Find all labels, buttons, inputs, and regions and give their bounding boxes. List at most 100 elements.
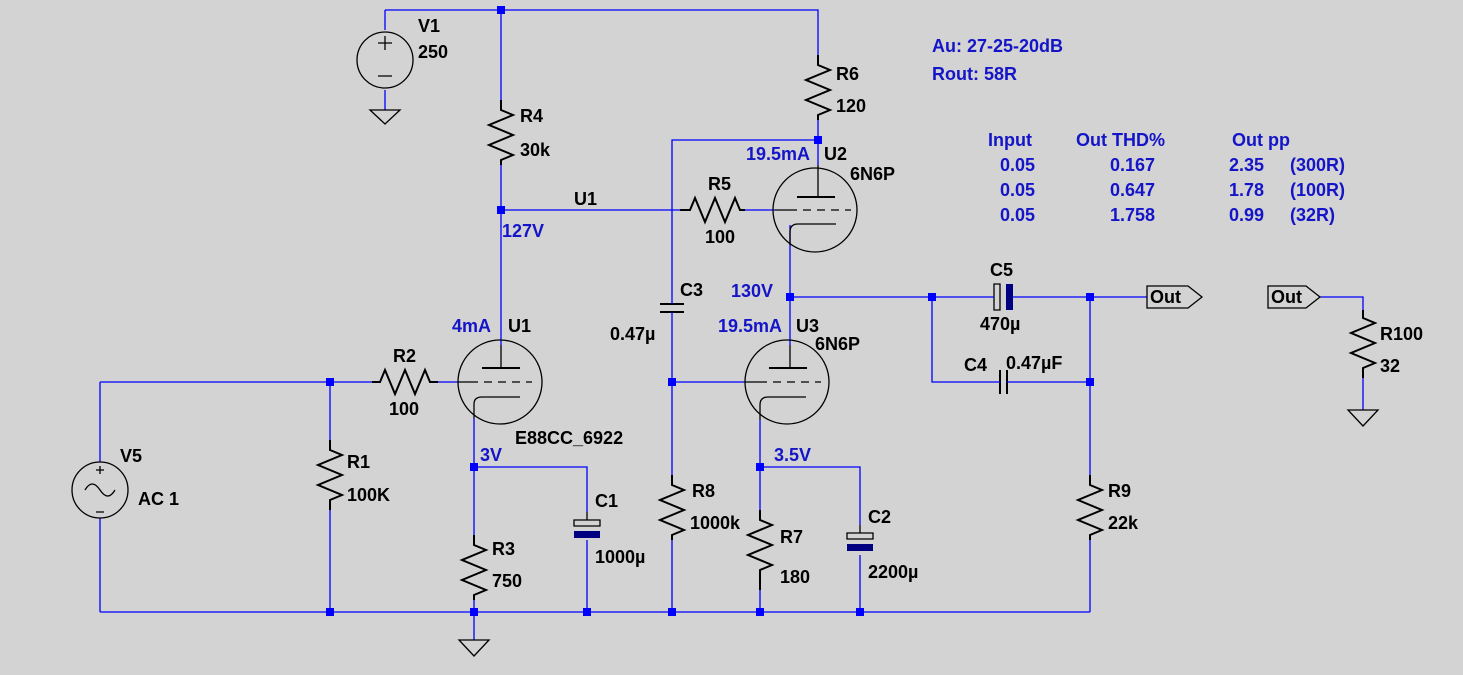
table-cell: (32R) (1290, 205, 1335, 225)
junctions (326, 6, 1094, 616)
capacitor-c2 (846, 525, 874, 551)
c2-name: C2 (868, 507, 891, 527)
u2-current: 19.5mA (746, 144, 810, 164)
u1-current: 4mA (452, 316, 491, 336)
junction-dot (1086, 378, 1094, 386)
capacitor-c1 (573, 512, 601, 538)
table-cell: 0.05 (1000, 180, 1035, 200)
r8-name: R8 (692, 481, 715, 501)
resistor-r8 (657, 475, 687, 540)
resistor-r7 (745, 510, 775, 590)
load-output-flag-label: Out (1271, 287, 1302, 307)
c3-value: 0.47µ (610, 324, 655, 344)
r8-value: 1000k (690, 513, 741, 533)
junction-dot (326, 608, 334, 616)
c4-name: C4 (964, 355, 987, 375)
r5-value: 100 (705, 227, 735, 247)
v1-value: 250 (418, 42, 448, 62)
table-cell: (100R) (1290, 180, 1345, 200)
resistor-r2 (372, 367, 438, 397)
junction-dot (497, 206, 505, 214)
u2-name: U2 (824, 144, 847, 164)
rout-summary: Rout: 58R (932, 64, 1017, 84)
ground-symbol-v1 (368, 109, 402, 125)
u1-model: E88CC_6922 (515, 428, 623, 448)
u3-model: 6N6P (815, 334, 860, 354)
v5-value: AC 1 (138, 489, 179, 509)
voltage-u1-cathode: 3V (480, 445, 502, 465)
table-cell: 0.99 (1229, 205, 1264, 225)
r7-name: R7 (780, 527, 803, 547)
r6-value: 120 (836, 96, 866, 116)
resistor-r4 (486, 100, 516, 165)
junction-dot (928, 293, 936, 301)
junction-dot (668, 608, 676, 616)
triode-u2 (772, 165, 858, 253)
table-cell: 0.05 (1000, 205, 1035, 225)
c5-value: 470µ (980, 314, 1020, 334)
junction-dot (470, 463, 478, 471)
r9-value: 22k (1108, 513, 1139, 533)
table-header-outpp: Out pp (1232, 130, 1290, 150)
table-cell: 1.78 (1229, 180, 1264, 200)
c2-value: 2200µ (868, 562, 918, 582)
u3-current: 19.5mA (718, 316, 782, 336)
dc-source-v1 (356, 31, 414, 89)
junction-dot (756, 608, 764, 616)
ac-source-v5 (71, 461, 129, 519)
r2-name: R2 (393, 346, 416, 366)
ground-symbol-main (457, 639, 491, 657)
junction-dot (814, 136, 822, 144)
junction-dot (756, 463, 764, 471)
table-cell: 0.167 (1110, 155, 1155, 175)
r4-name: R4 (520, 106, 543, 126)
c3-name: C3 (680, 280, 703, 300)
v5-name: V5 (120, 446, 142, 466)
capacitor-c3 (660, 298, 684, 318)
load-output-flag (1267, 285, 1322, 309)
r3-value: 750 (492, 571, 522, 591)
table-cell: 2.35 (1229, 155, 1264, 175)
u3-name: U3 (796, 316, 819, 336)
r6-name: R6 (836, 64, 859, 84)
r5-name: R5 (708, 174, 731, 194)
gain-summary: Au: 27-25-20dB (932, 36, 1063, 56)
junction-dot (497, 6, 505, 14)
resistor-r6 (803, 55, 833, 120)
table-cell: (300R) (1290, 155, 1345, 175)
r1-name: R1 (347, 452, 370, 472)
r2-value: 100 (389, 399, 419, 419)
r100-value: 32 (1380, 356, 1400, 376)
junction-dot (668, 378, 676, 386)
r9-name: R9 (1108, 481, 1131, 501)
resistor-r100 (1348, 310, 1378, 378)
resistor-r1 (315, 440, 345, 510)
output-flag-label: Out (1150, 287, 1181, 307)
u2-model: 6N6P (850, 164, 895, 184)
table-cell: 1.758 (1110, 205, 1155, 225)
voltage-output-node: 130V (731, 281, 773, 301)
voltage-u1-plate: 127V (502, 221, 544, 241)
r4-value: 30k (520, 140, 551, 160)
c5-name: C5 (990, 260, 1013, 280)
results-table: Input Out THD% Out pp 0.05 0.167 2.35 (3… (988, 130, 1345, 225)
junction-dot (326, 378, 334, 386)
capacitor-c5 (990, 283, 1015, 311)
capacitor-c4 (995, 370, 1012, 394)
junction-dot (856, 608, 864, 616)
table-header-input: Input (988, 130, 1032, 150)
junction-dot (583, 608, 591, 616)
r1-value: 100K (347, 485, 390, 505)
ground-symbol-load (1346, 409, 1380, 427)
r7-value: 180 (780, 567, 810, 587)
junction-dot (1086, 293, 1094, 301)
resistor-r5 (680, 195, 745, 225)
voltage-u3-cathode: 3.5V (774, 445, 811, 465)
net-label-u1: U1 (574, 189, 597, 209)
output-flag (1146, 285, 1204, 309)
junction-dot (786, 293, 794, 301)
u1-name: U1 (508, 316, 531, 336)
table-header-thd: Out THD% (1076, 130, 1165, 150)
table-cell: 0.05 (1000, 155, 1035, 175)
